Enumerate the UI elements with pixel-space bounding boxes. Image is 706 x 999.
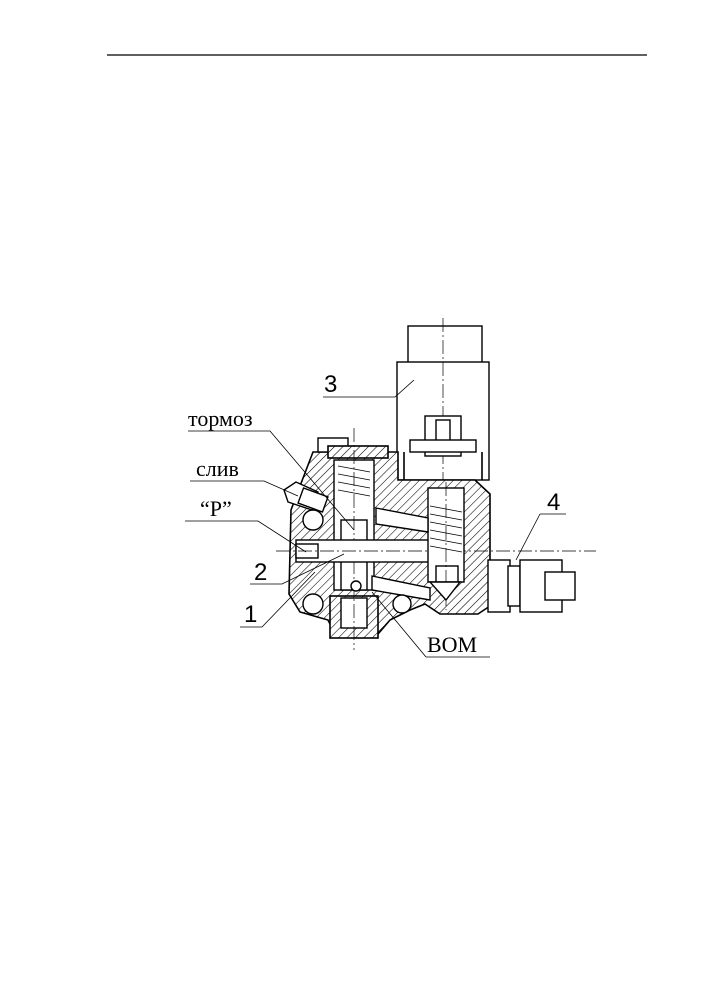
pto-valve-spool (427, 482, 465, 610)
label-pto: ВОМ (427, 632, 477, 657)
callout-1: 1 (244, 601, 257, 628)
mounting-hole-top-left (302, 509, 324, 531)
leader-lines (185, 379, 566, 658)
solenoid-unit (396, 318, 490, 486)
pto-port-hole (350, 580, 362, 592)
callout-2: 2 (254, 559, 267, 586)
callout-3: 3 (324, 371, 337, 398)
mounting-hole-bottom-left (302, 593, 324, 615)
mounting-hole-bottom-right (392, 594, 412, 614)
drain-channel (371, 507, 431, 601)
label-brake: тормоз (188, 406, 253, 431)
drain-fitting (283, 481, 329, 513)
callout-4: 4 (547, 489, 560, 516)
electrical-connector (487, 559, 576, 613)
label-pressure: “P” (200, 496, 232, 521)
label-drain: слив (196, 456, 239, 481)
pressure-channel (276, 539, 596, 563)
